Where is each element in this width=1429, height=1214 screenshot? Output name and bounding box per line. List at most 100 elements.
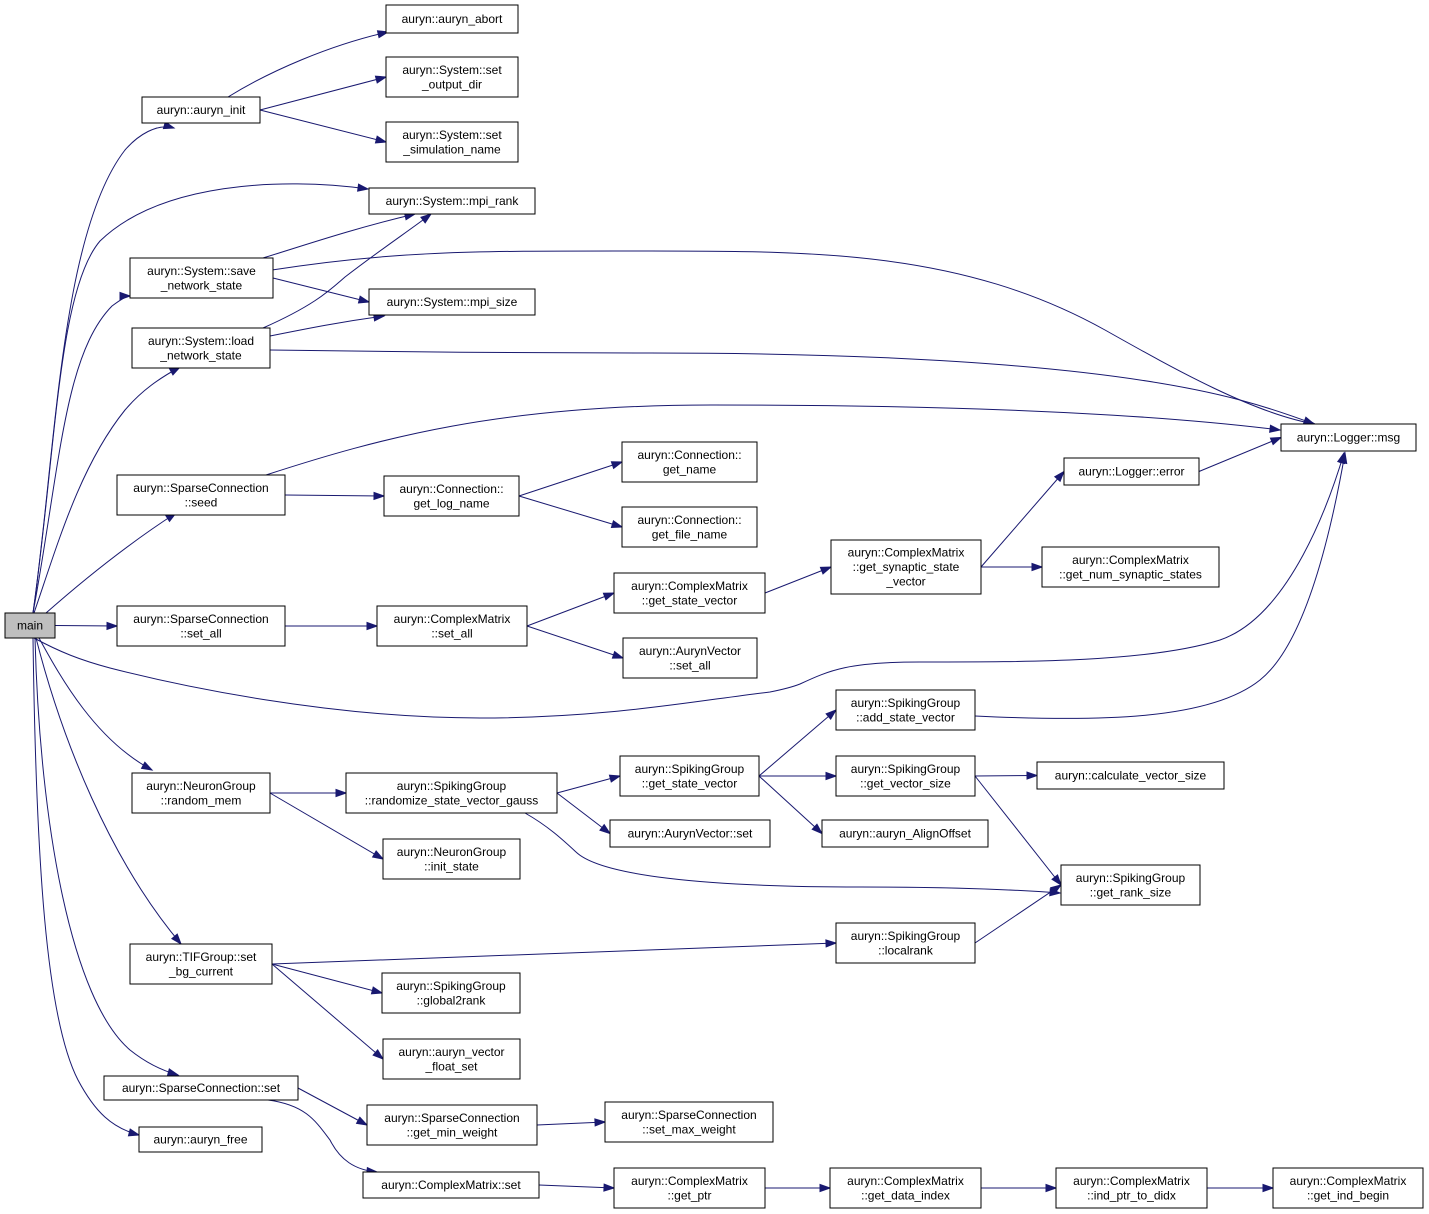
edge-arrowhead [610,519,624,529]
node-sg-get-vector-size[interactable]: auryn::SpikingGroup::get_vector_size [835,755,976,797]
node-conn-get-log-name[interactable]: auryn::Connection::get_log_name [383,475,520,517]
edge-conn_get_log_name-to-conn_get_name [518,461,624,497]
node-sg-localrank[interactable]: auryn::SpikingGroup::localrank [835,922,976,964]
node-label-line: auryn::AurynVector [639,644,741,658]
edge-line [271,250,1316,425]
node-sg-get-rank-size[interactable]: auryn::SpikingGroup::get_rank_size [1060,864,1201,906]
node-box [1272,1167,1424,1209]
edge-cm_get_synaptic_state_vector-to-logger_error [980,470,1065,568]
node-box [1041,546,1220,588]
node-ng-random-mem[interactable]: auryn::NeuronGroup::random_mem [131,772,271,814]
node-box [138,1126,263,1153]
node-sparse-get-min-weight[interactable]: auryn::SparseConnection::get_min_weight [366,1104,538,1146]
node-save-network-state[interactable]: auryn::System::save_network_state [129,257,274,299]
node-mpi-size[interactable]: auryn::System::mpi_size [368,288,536,316]
node-align-offset[interactable]: auryn::auryn_AlignOffset [821,819,989,848]
edge-auryn_init-to-auryn_abort [227,30,390,98]
node-label-line: auryn::SpikingGroup [851,762,961,776]
node-set-output-dir[interactable]: auryn::System::set_output_dir [385,56,519,98]
edge-line [269,315,385,337]
node-sparse-set-max-weight[interactable]: auryn::SparseConnection::set_max_weight [604,1101,774,1143]
node-label-line: auryn::SpikingGroup [635,762,745,776]
edge-save_network_state-to-mpi_rank [262,212,417,259]
node-cm-get-data-index[interactable]: auryn::ComplexMatrix::get_data_index [829,1167,982,1209]
node-auryn-vector-float-set[interactable]: auryn::auryn_vector_float_set [382,1038,521,1080]
node-label-line: ::get_state_vector [642,776,737,790]
node-label-line: ::init_state [424,859,479,873]
node-calculate-vector-size[interactable]: auryn::calculate_vector_size [1036,761,1225,790]
edge-main-to-save_network_state [32,291,132,614]
node-cm-get-num-synaptic-states[interactable]: auryn::ComplexMatrix::get_num_synaptic_s… [1041,546,1220,588]
edge-auryn_init-to-set_simulation_name [259,109,388,144]
edge-arrowhead [1031,562,1044,572]
node-cm-get-synaptic-state-vector[interactable]: auryn::ComplexMatrix::get_synaptic_state… [830,539,982,595]
edge-line [227,31,389,98]
node-conn-get-name[interactable]: auryn::Connection::get_name [621,441,758,483]
node-label-line: auryn::ComplexMatrix [631,1174,748,1188]
edge-cm_get_data_index-to-cm_ind_ptr_to_didx [981,1183,1058,1193]
node-label-line: auryn::NeuronGroup [146,779,256,793]
node-box [382,1038,521,1080]
node-mpi-rank[interactable]: auryn::System::mpi_rank [368,187,536,215]
edge-line [518,461,623,497]
node-cm-set-all[interactable]: auryn::ComplexMatrix::set_all [376,605,528,647]
node-auryn-free[interactable]: auryn::auryn_free [138,1126,263,1153]
edge-line [32,637,140,1136]
node-load-network-state[interactable]: auryn::System::load_network_state [131,327,271,369]
node-box [1036,761,1225,790]
node-cm-get-ptr[interactable]: auryn::ComplexMatrix::get_ptr [613,1167,766,1209]
node-label-line: get_file_name [652,527,728,541]
edge-save_network_state-to-mpi_size [272,277,371,304]
node-label-line: ::get_vector_size [860,776,951,790]
edge-cm_set_all-to-cm_get_state_vector [526,592,616,627]
node-set-simulation-name[interactable]: auryn::System::set_simulation_name [385,121,519,163]
node-cm-set[interactable]: auryn::ComplexMatrix::set [362,1171,540,1199]
edge-arrowhead [357,295,371,304]
node-conn-get-file-name[interactable]: auryn::Connection::get_file_name [621,506,758,548]
node-label-line: auryn::SparseConnection [133,612,268,626]
node-box [385,121,519,163]
node-label-line: get_log_name [413,496,489,510]
edge-cm_ind_ptr_to_didx-to-cm_get_ind_begin [1207,1183,1275,1193]
edge-line [526,625,624,659]
edge-arrowhead [366,621,379,631]
edge-cm_set_all-to-av_set_all [526,625,625,659]
node-label-line: auryn::SpikingGroup [1076,871,1186,885]
node-label-line: auryn::System::save [147,264,256,278]
node-av-set-all[interactable]: auryn::AurynVector::set_all [622,637,758,679]
edge-line [556,792,611,834]
edge-line [974,884,1062,944]
node-cm-get-state-vector[interactable]: auryn::ComplexMatrix::get_state_vector [613,572,766,614]
node-label-line: auryn::Connection:: [637,448,741,462]
edge-line [518,495,623,528]
node-box [362,1171,540,1199]
edge-load_network_state-to-mpi_size [269,313,386,337]
edge-arrowhead [373,491,386,501]
node-tif-set-bg-current[interactable]: auryn::TIFGroup::set_bg_current [129,943,273,985]
node-logger-error[interactable]: auryn::Logger::error [1063,457,1200,486]
node-main[interactable]: main [4,612,56,639]
node-box [604,1101,774,1143]
node-label-line: ::add_state_vector [856,710,955,724]
node-sg-add-state-vector[interactable]: auryn::SpikingGroup::add_state_vector [835,689,976,731]
edge-line [45,512,177,614]
node-label-line: ::get_rank_size [1090,885,1172,899]
node-sparse-set[interactable]: auryn::SparseConnection::set [103,1075,299,1101]
node-sg-randomize[interactable]: auryn::SpikingGroup::randomize_state_vec… [345,772,558,814]
node-label-line: auryn::auryn_vector [398,1045,504,1059]
node-label-line: auryn::auryn_init [157,103,246,117]
node-cm-get-ind-begin[interactable]: auryn::ComplexMatrix::get_ind_begin [1272,1167,1424,1209]
node-label-line: auryn::TIFGroup::set [146,950,257,964]
node-av-set[interactable]: auryn::AurynVector::set [609,819,771,848]
node-auryn-abort[interactable]: auryn::auryn_abort [385,4,519,34]
node-logger-msg[interactable]: auryn::Logger::msg [1280,423,1417,452]
node-cm-ind-ptr-to-didx[interactable]: auryn::ComplexMatrix::ind_ptr_to_didx [1055,1167,1208,1209]
node-sg-get-state-vector[interactable]: auryn::SpikingGroup::get_state_vector [619,755,760,797]
node-sg-global2rank[interactable]: auryn::SpikingGroup::global2rank [381,972,521,1014]
node-sparse-seed[interactable]: auryn::SparseConnection::seed [116,474,286,516]
node-auryn-init[interactable]: auryn::auryn_init [141,96,261,124]
edge-main-to-tif_set_bg_current [35,637,182,946]
edge-line [524,812,1061,894]
node-ng-init-state[interactable]: auryn::NeuronGroup::init_state [382,838,521,880]
node-sparse-set-all[interactable]: auryn::SparseConnection::set_all [116,605,286,647]
